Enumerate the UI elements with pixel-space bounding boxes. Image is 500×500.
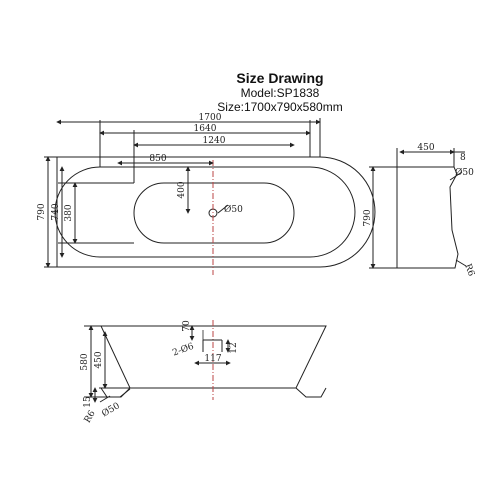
dim-outer-rim-length: 1640 bbox=[194, 124, 217, 134]
dim-end-height: 790 bbox=[363, 209, 373, 226]
dim-drain-diameter: Ø50 bbox=[224, 204, 243, 215]
dim-drain-to-wall: 400 bbox=[177, 181, 187, 198]
title-block: Size Drawing Model:SP1838 Size:1700x790x… bbox=[200, 70, 360, 114]
dim-overall-length: 1700 bbox=[199, 113, 222, 123]
dim-overall-width: 790 bbox=[37, 203, 47, 220]
tub-outer-rim bbox=[56, 156, 376, 268]
dim-foot-diameter: Ø50 bbox=[100, 400, 122, 419]
dim-rim-offset: 8 bbox=[460, 153, 466, 163]
tub-end-profile bbox=[396, 166, 459, 269]
dim-inner-length: 1240 bbox=[203, 136, 226, 146]
side-view bbox=[84, 320, 327, 403]
end-view bbox=[369, 148, 467, 269]
size-label: Size:1700x790x580mm bbox=[217, 100, 343, 114]
dim-inner-width: 380 bbox=[64, 204, 74, 221]
tub-basin bbox=[133, 182, 295, 244]
dim-top-width: 450 bbox=[417, 143, 434, 153]
drawing-title: Size Drawing bbox=[236, 70, 324, 86]
dim-drain-depth: 12 bbox=[229, 342, 239, 353]
dim-base-height: 15 bbox=[83, 396, 93, 408]
dim-rim-width: 740 bbox=[51, 203, 61, 220]
dim-corner-radius: R6 bbox=[462, 263, 476, 278]
dim-drain-spacing: 117 bbox=[204, 354, 221, 364]
dim-drain-offset: 850 bbox=[149, 154, 166, 164]
dim-inner-height: 450 bbox=[94, 351, 104, 368]
dim-drain-holes: 2-Ø6 bbox=[171, 341, 196, 359]
dim-overall-height: 580 bbox=[80, 353, 90, 370]
dim-base-radius: R6 bbox=[83, 409, 98, 425]
dim-overflow-height: 70 bbox=[182, 320, 192, 332]
dim-overflow-diameter: Ø50 bbox=[455, 167, 474, 178]
model-label: Model:SP1838 bbox=[240, 86, 320, 100]
